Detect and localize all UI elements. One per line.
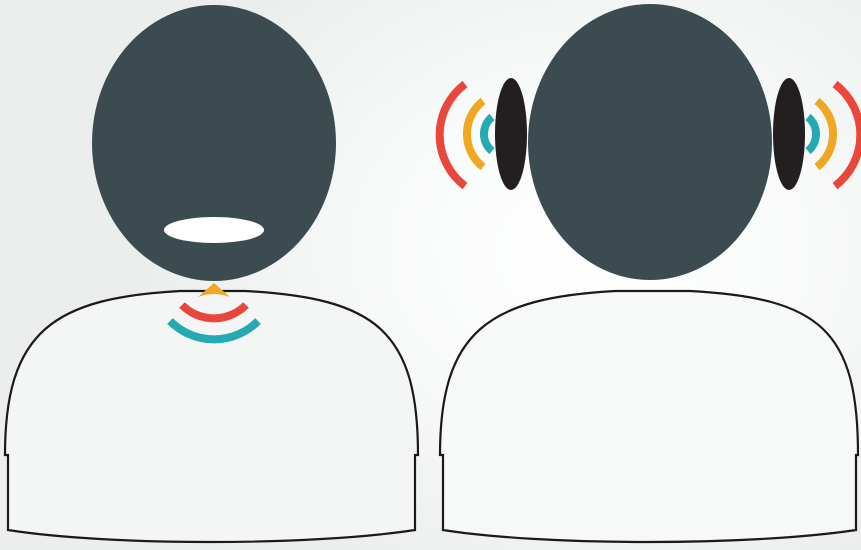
speaker-mouth: [164, 217, 264, 243]
speaker-body: [5, 291, 418, 542]
right-sound-wave-outer: [835, 84, 860, 186]
speaker-figure: [5, 5, 418, 542]
right-sound-wave-inner: [808, 117, 816, 151]
left-sound-wave-inner: [484, 117, 492, 151]
listener-head: [528, 4, 772, 280]
right-ear: [773, 78, 805, 190]
listener-figure: [440, 4, 861, 542]
listener-body: [440, 291, 858, 542]
left-ear: [495, 78, 527, 190]
left-sound-wave-outer: [440, 84, 465, 186]
